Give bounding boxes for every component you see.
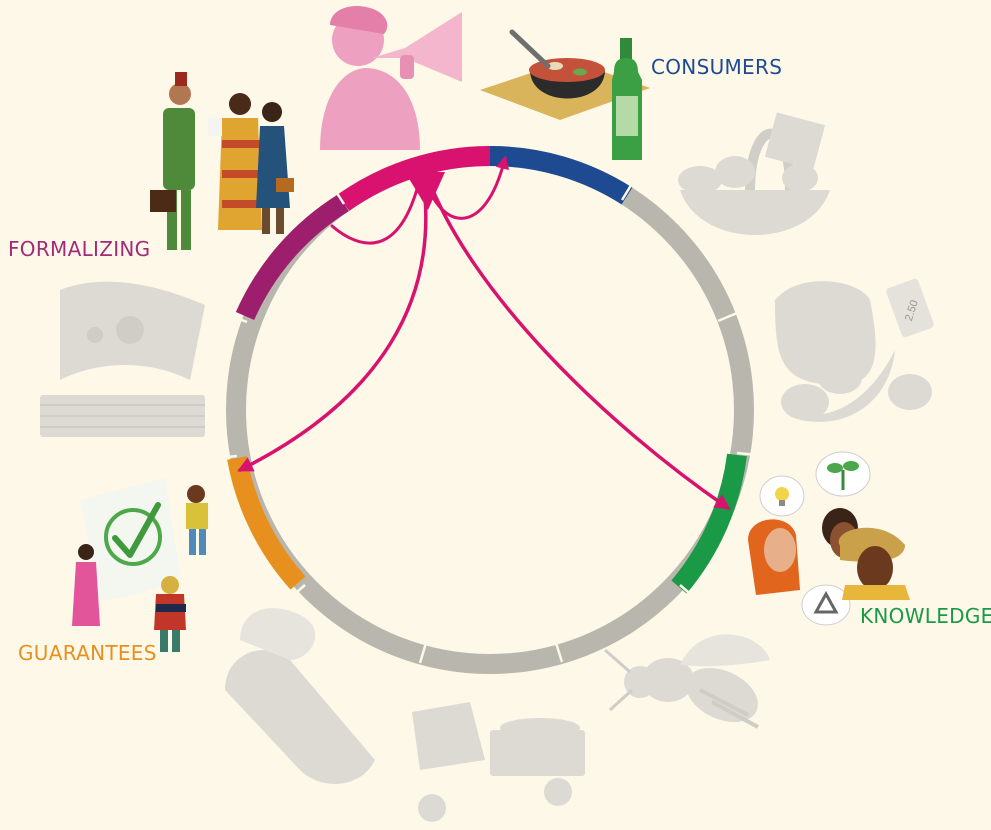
flour-sack-price-tag-icon: 2.50: [775, 278, 934, 422]
arrow-source-wedge: [405, 172, 445, 210]
bottle-icon: [612, 38, 642, 160]
label-knowledge: KNOWLEDGE: [860, 604, 991, 628]
ring-separators: [216, 181, 758, 664]
harvest-sack-icon: [225, 608, 375, 784]
farmers-conversation-icon: [748, 451, 910, 626]
recycle-bubble-icon: [813, 590, 839, 614]
label-consumers: CONSUMERS: [651, 55, 782, 79]
food-bowl-icon: [480, 29, 650, 120]
banknotes-icon: [40, 281, 205, 437]
people-guarantees-icon: [72, 485, 208, 652]
arrow-to-guarantees: [237, 176, 428, 472]
ring-segment-guarantees: [227, 456, 306, 590]
lightbulb-bubble-icon: [775, 487, 789, 506]
business-people-icon: [150, 72, 294, 250]
three-wheeler-truck-icon: [412, 702, 585, 822]
basket-icon: [678, 112, 830, 235]
arrow-to-formalizing: [330, 176, 422, 245]
ring-segment-knowledge: [671, 453, 747, 594]
ring-segment-consumers: [489, 145, 633, 205]
megaphone-woman-icon: [320, 5, 462, 150]
bee-icon: [604, 634, 770, 729]
ring-segment-focus: [337, 146, 491, 211]
ring: [216, 145, 758, 674]
label-guarantees: GUARANTEES: [18, 641, 157, 665]
certificate-checkmark-icon: [80, 478, 180, 600]
arrow-to-knowledge: [426, 176, 731, 510]
label-formalizing: FORMALIZING: [8, 237, 150, 261]
ring-segment-formalizing: [235, 194, 349, 321]
flow-arrows: [237, 155, 731, 510]
seedling-bubble-icon: [827, 461, 859, 490]
